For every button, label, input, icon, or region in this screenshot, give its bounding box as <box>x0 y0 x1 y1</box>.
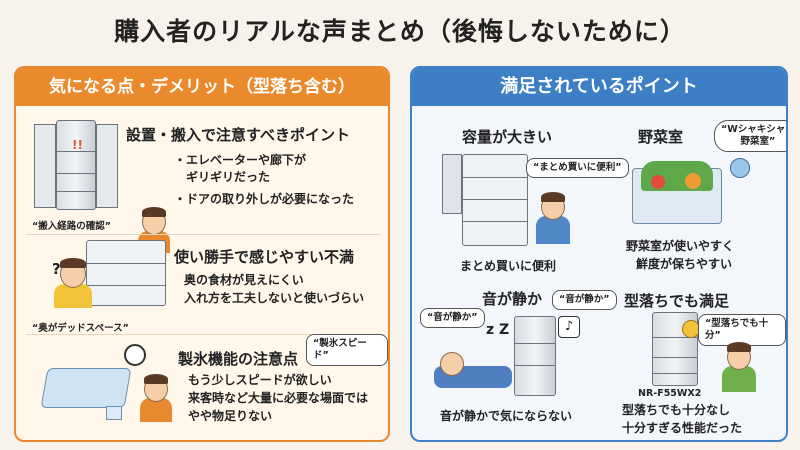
section-heading-ice: 製氷機能の注意点 <box>178 350 299 368</box>
vegetable-drawer-icon <box>632 161 722 224</box>
satisfaction-header: 満足されているポイント <box>412 68 786 106</box>
vegetable-bubble: “Wシャキシャキ 野菜室” <box>714 120 786 152</box>
model-bubble: “型落ちでも十分” <box>698 314 786 346</box>
fridge-door-icon <box>442 154 462 214</box>
ice-line-1: もう少しスピードが欲しい <box>188 373 332 387</box>
capacity-bubble: “まとめ買いに便利” <box>526 158 629 178</box>
water-drop-icon <box>730 158 750 178</box>
installation-bullet-3: ・ドアの取り外しが必要になった <box>174 192 355 206</box>
person-reaching-icon <box>50 254 96 308</box>
ice-line-3: やや物足りない <box>188 409 273 423</box>
fridge-door-left-icon <box>34 124 56 208</box>
warning-mark-icon: !! <box>72 138 83 152</box>
model-line-1: 型落ちでも十分なし <box>622 403 731 417</box>
usability-line-1: 奥の食材が見えにくい <box>184 273 304 287</box>
section-heading-installation: 設置・搬入で注意すべきポイント <box>126 126 350 144</box>
timer-icon <box>124 344 146 366</box>
installation-caption: “搬入経路の確認” <box>32 221 111 232</box>
model-heading: 型落ちでも満足 <box>624 292 730 310</box>
capacity-heading: 容量が大きい <box>462 128 553 146</box>
quiet-bubble-right: “音が静か” <box>552 290 617 310</box>
fridge-inside-icon <box>86 240 166 306</box>
quiet-bubble-left: “音が静か” <box>420 308 485 328</box>
model-line-2: 十分すぎる性能だった <box>622 421 743 435</box>
quiet-heading: 音が静か <box>482 290 543 308</box>
person-ok-icon <box>718 338 760 392</box>
fridge-icon <box>514 316 556 396</box>
satisfaction-panel: 満足されているポイント 容量が大きい “まとめ買いに便利” まとめ買いに便利 野… <box>410 66 788 442</box>
vegetable-line-2: 鮮度が保ちやすい <box>636 257 733 271</box>
section-heading-usability: 使い勝手で感じやすい不満 <box>174 248 355 266</box>
installation-bullet-2: ギリギリだった <box>174 170 271 184</box>
usability-line-2: 入れ方を工夫しないと使いづらい <box>184 291 365 305</box>
ice-tray-icon <box>40 368 132 408</box>
person-thumbs-up-icon <box>532 188 574 244</box>
question-mark-icon: ? <box>52 260 61 278</box>
open-fridge-icon <box>462 154 528 246</box>
model-number: NR-F55WX2 <box>638 388 702 399</box>
music-note-icon: ♪ <box>558 316 580 338</box>
sleeping-person-icon <box>434 348 512 388</box>
demerits-header: 気になる点・デメリット（型落ち含む） <box>16 68 388 106</box>
installation-bullet-1: ・エレベーターや廊下が <box>174 153 307 167</box>
vegetable-heading: 野菜室 <box>638 128 684 146</box>
open-fridge-icon <box>56 120 96 210</box>
demerits-panel: 気になる点・デメリット（型落ち含む） !! 設置・搬入で注意すべきポイント ・エ… <box>14 66 390 442</box>
quiet-caption: 音が静かで気にならない <box>440 409 573 423</box>
ice-speed-bubble: “製氷スピード” <box>306 334 388 366</box>
fridge-door-right-icon <box>96 124 118 208</box>
ice-line-2: 来客時など大量に必要な場面では <box>188 391 369 405</box>
vegetable-line-1: 野菜室が使いやすく <box>626 239 735 253</box>
capacity-caption: まとめ買いに便利 <box>460 259 557 273</box>
usability-caption: “奥がデッドスペース” <box>32 323 129 334</box>
person-icon <box>136 370 176 422</box>
ice-cubes-icon <box>106 406 122 420</box>
sleep-zz-icon: z Z <box>486 322 510 338</box>
page-title: 購入者のリアルな声まとめ（後悔しないために） <box>114 17 686 46</box>
